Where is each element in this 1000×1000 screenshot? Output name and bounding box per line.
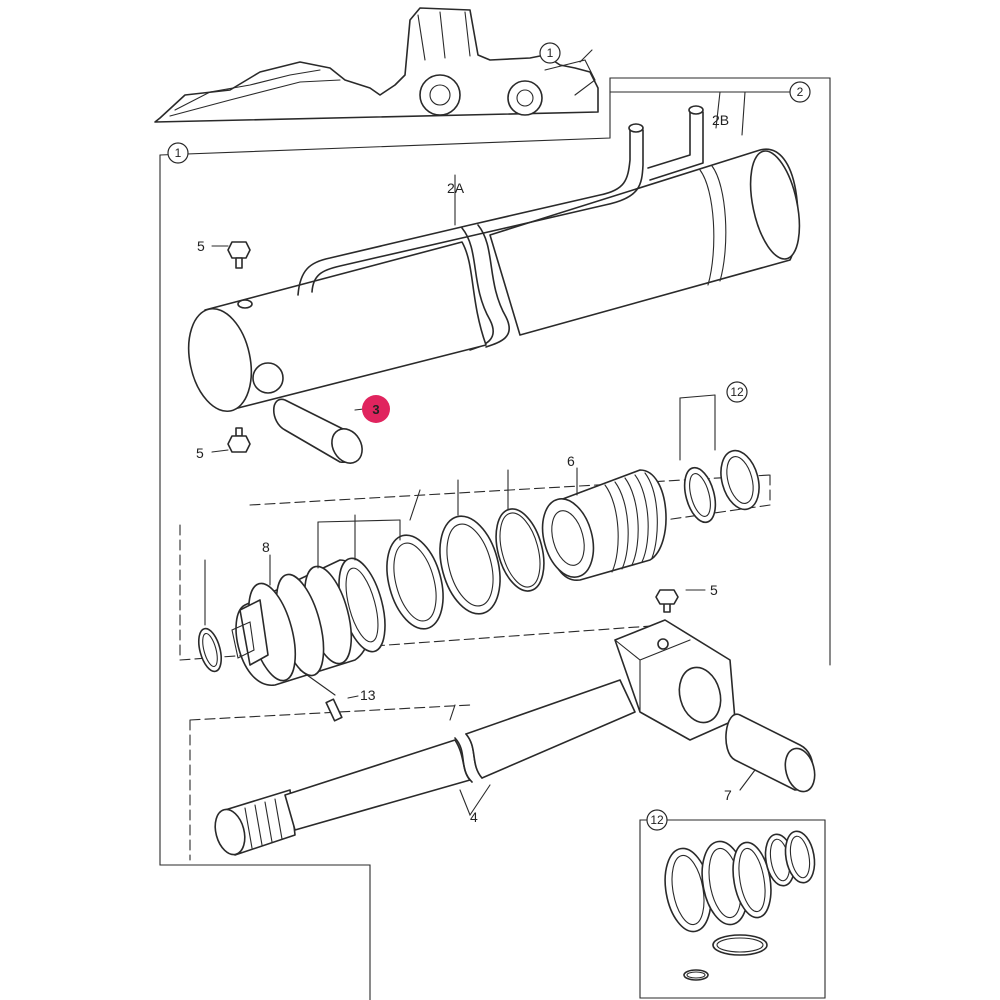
pivot-pin-3 [272, 398, 373, 464]
label-4: 4 [470, 809, 478, 825]
label-13: 13 [360, 687, 376, 703]
label-5-rod: 5 [710, 582, 718, 598]
callout-1-top: 1 [539, 42, 561, 64]
label-6: 6 [567, 453, 575, 469]
callout-2: 2 [789, 81, 811, 103]
grease-nipple-lower [211, 427, 251, 453]
label-2b: 2B [712, 112, 729, 128]
seal-kit-box: 12 [639, 809, 826, 999]
divider-dashed-1 [249, 474, 771, 506]
set-screw-13 [299, 669, 359, 722]
seal-rings-middle [386, 469, 545, 630]
cylinder-barrel [187, 148, 801, 413]
gland-8 [204, 514, 401, 686]
callout-2-text: 2 [797, 85, 804, 99]
divider-dashed-3 [664, 474, 771, 521]
grease-nipple-rod [655, 589, 706, 613]
callout-12-seals-text: 12 [730, 385, 744, 399]
callout-12-kit-text: 12 [650, 813, 664, 827]
section-frames [159, 77, 831, 1000]
label-5-upper: 5 [197, 238, 205, 254]
hydraulic-pipes [297, 91, 746, 296]
pivot-pin-7 [725, 713, 816, 793]
label-8: 8 [262, 539, 270, 555]
piston-6 [541, 467, 667, 581]
callout-1: 1 [167, 142, 189, 164]
callout-1-top-text: 1 [547, 46, 554, 60]
grease-nipple-upper [211, 241, 251, 269]
piston-rod-4 [214, 619, 736, 856]
label-2a: 2A [447, 180, 465, 196]
label-7: 7 [724, 787, 732, 803]
label-5-lower: 5 [196, 445, 204, 461]
backhoe-loader-illustration: 1 [154, 7, 599, 123]
gland-o-ring [197, 627, 223, 673]
label-3: 3 [372, 402, 379, 417]
highlight-marker-3[interactable]: 3 [362, 395, 390, 423]
callout-1-text: 1 [175, 146, 182, 160]
callout-12-seals: 12 [679, 381, 748, 461]
piston-seal-rings [683, 449, 760, 524]
